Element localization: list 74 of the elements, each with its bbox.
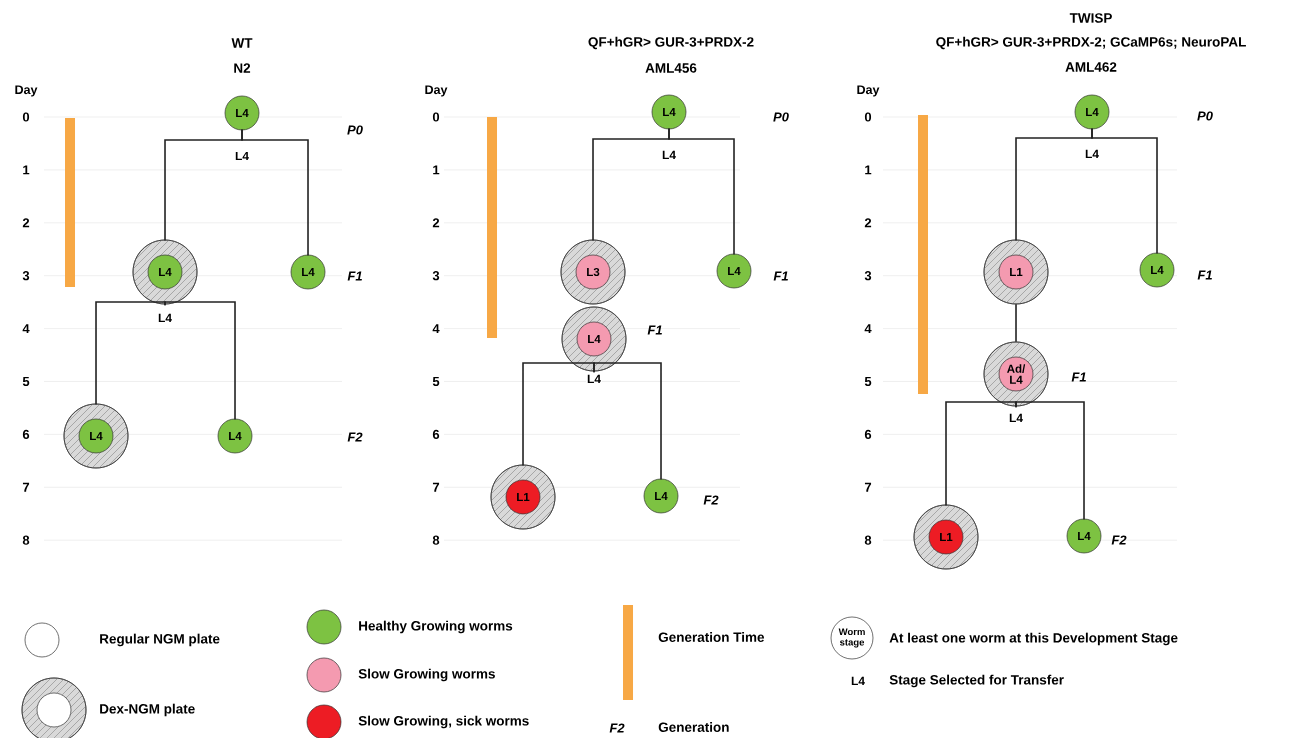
day-number: 5: [432, 376, 440, 387]
connector-line: [945, 401, 1017, 506]
generation-label: F2: [347, 432, 363, 442]
edge-label: L4: [661, 149, 677, 161]
connector-line: [1015, 303, 1017, 343]
day-number: 0: [864, 112, 872, 122]
day-number: 2: [864, 218, 872, 228]
generation-label: P0: [1197, 111, 1213, 121]
legend-text: At least one worm at this Development Stage: [889, 632, 1178, 646]
day-number: 5: [864, 376, 872, 387]
legend-text: Slow Growing worms: [358, 668, 495, 682]
panel-title: TWISP: [1069, 13, 1112, 23]
axis-title: Day: [425, 85, 448, 97]
generation-label: F2: [609, 723, 625, 733]
connector-line: [95, 301, 166, 405]
axis-title: Day: [857, 85, 880, 97]
day-number: 2: [22, 218, 30, 228]
edge-label: L4: [234, 150, 250, 162]
generation-label: F1: [647, 325, 662, 335]
connector-line: [164, 301, 236, 420]
panel-title: QF+hGR> GUR-3+PRDX-2: [588, 36, 754, 50]
edge-label: L4: [1084, 148, 1100, 160]
day-number: 6: [432, 429, 440, 439]
day-number: 3: [22, 271, 30, 281]
day-number: 6: [22, 429, 30, 439]
day-number: 8: [864, 535, 872, 545]
day-number: 0: [432, 112, 440, 122]
generation-label: P0: [347, 125, 363, 135]
connector-line: [593, 362, 662, 480]
day-number: 0: [22, 112, 30, 122]
generation-label: F1: [1071, 372, 1086, 382]
axis-title: Day: [15, 85, 38, 97]
day-number: 7: [864, 482, 872, 492]
day-number: 4: [864, 324, 872, 334]
legend-text: Regular NGM plate: [100, 633, 220, 647]
panel-title: N2: [234, 63, 251, 73]
generation-label: P0: [773, 112, 789, 122]
edge-label: L4: [157, 312, 173, 324]
panel-title: WT: [231, 38, 253, 48]
edge-label: L4: [1008, 412, 1024, 424]
day-number: 5: [22, 376, 30, 387]
day-number: 6: [864, 429, 872, 439]
legend-text: Generation Time: [658, 632, 765, 642]
legend-text: Generation: [658, 722, 729, 732]
day-number: 8: [22, 535, 30, 545]
panel-title: AML462: [1065, 62, 1117, 72]
panel-title: AML456: [645, 63, 697, 73]
day-number: 2: [432, 218, 440, 228]
legend-text: Slow Growing, sick worms: [358, 715, 529, 729]
connector-line: [522, 362, 595, 466]
generation-label: F1: [773, 271, 788, 281]
day-number: 7: [22, 482, 30, 492]
day-number: 8: [432, 535, 440, 545]
panel-title: QF+hGR> GUR-3+PRDX-2; GCaMP6s; NeuroPAL: [936, 36, 1246, 50]
legend-text: Stage Selected for Transfer: [889, 674, 1064, 688]
day-number: 1: [23, 165, 30, 175]
day-number: 4: [432, 324, 440, 334]
day-number: 3: [432, 271, 440, 281]
day-number: 7: [432, 482, 440, 492]
day-number: 1: [865, 165, 872, 175]
edge-label: L4: [586, 373, 602, 385]
connector-line: [668, 128, 735, 255]
day-number: 1: [433, 165, 440, 175]
day-number: 4: [22, 324, 30, 334]
generation-label: F1: [1197, 270, 1212, 280]
generation-label: F1: [347, 271, 362, 281]
legend-text: Dex-NGM plate: [100, 703, 195, 717]
generation-label: F2: [703, 495, 719, 505]
day-number: 3: [864, 271, 872, 281]
stage-label: L4: [851, 676, 865, 686]
connector-line: [1015, 401, 1085, 520]
legend-text: Healthy Growing worms: [359, 620, 513, 634]
connector-line: [241, 129, 309, 256]
connector-line: [1091, 128, 1158, 254]
